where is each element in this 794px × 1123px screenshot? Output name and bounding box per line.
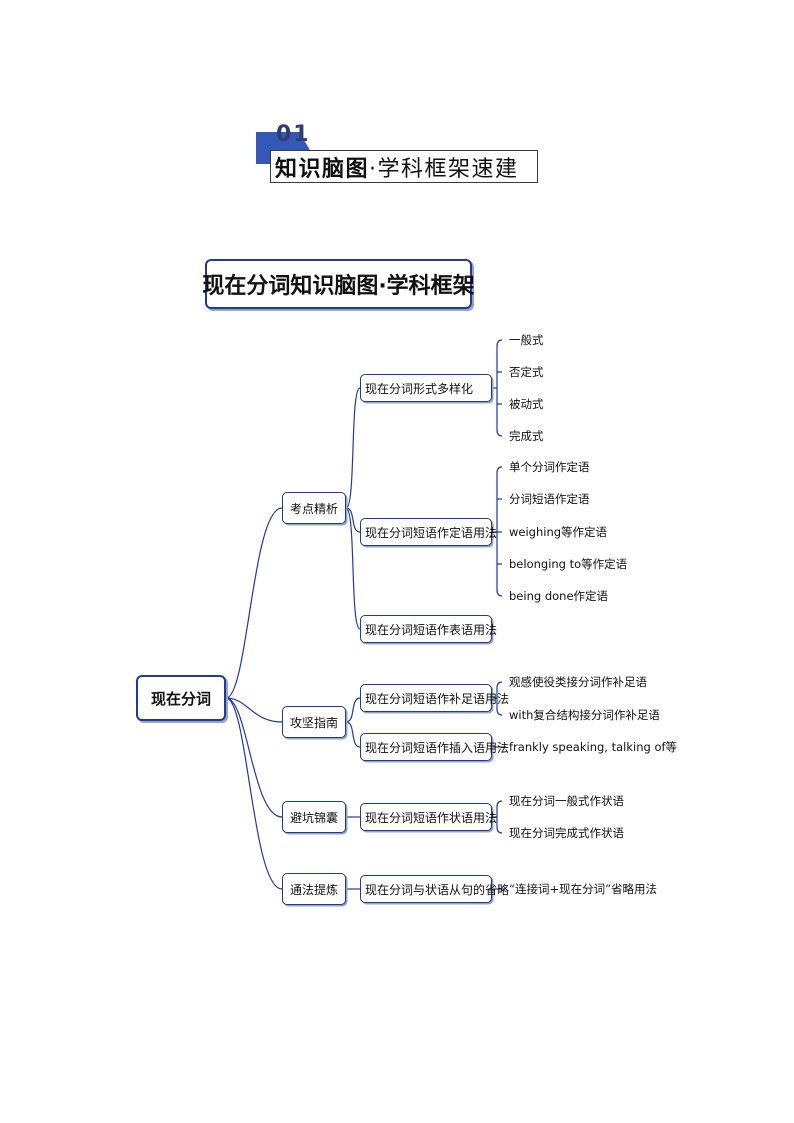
node-forms: 现在分词形式多样化 [360, 374, 492, 402]
connector-root-b4 [225, 697, 283, 890]
leaf-passive-form: 被动式 [509, 397, 544, 411]
branch-guide: 攻坚指南 [282, 706, 346, 738]
section-heading: 知识脑图·学科框架速建 [270, 150, 538, 183]
connector-root-b3 [225, 697, 283, 818]
connector-root-b2 [225, 697, 283, 723]
leaf-negative-form: 否定式 [509, 365, 544, 379]
leaf-frankly-speaking: frankly speaking, talking of等 [509, 740, 678, 754]
connector-b1-c1 [345, 387, 361, 509]
leaf-general-adverbial: 现在分词一般式作状语 [509, 794, 624, 808]
leaf-with-structure: with复合结构接分词作补足语 [509, 708, 660, 722]
connector-forms-ticks [497, 371, 502, 405]
connector-adv-bracket [492, 800, 503, 834]
node-complement: 现在分词短语作补足语用法 [360, 684, 509, 712]
connector-b1-c2 [345, 507, 361, 533]
leaf-perception-causative: 观感使役类接分词作补足语 [509, 675, 647, 689]
connector-attr-ticks [497, 498, 502, 565]
leaf-conjunction-participle: “连接词+现在分词”省略用法 [509, 882, 658, 896]
leaf-perfect-form: 完成式 [509, 429, 544, 443]
node-parenthesis: 现在分词短语作插入语用法 [360, 733, 509, 761]
branch-pitfalls: 避坑锦囊 [282, 801, 346, 833]
node-ellipsis: 现在分词与状语从句的省略 [360, 875, 509, 903]
connector-b1-c3 [345, 507, 361, 630]
leaf-belonging-to: belonging to等作定语 [509, 557, 628, 571]
section-number: 01 [276, 122, 311, 147]
branch-methods: 通法提炼 [282, 873, 346, 905]
mindmap-title: 现在分词知识脑图·学科框架 [202, 259, 475, 309]
node-predicative: 现在分词短语作表语用法 [360, 615, 497, 643]
branch-key-points: 考点精析 [282, 492, 346, 524]
leaf-being-done: being done作定语 [509, 589, 609, 603]
connector-b2-c1 [345, 697, 361, 723]
section-heading-bold: 知识脑图 [275, 156, 370, 182]
leaf-general-form: 一般式 [509, 333, 544, 347]
leaf-weighing: weighing等作定语 [509, 525, 608, 539]
connector-b2-c2 [345, 721, 361, 748]
section-heading-rest: ·学科框架速建 [369, 156, 519, 182]
root-node: 现在分词 [136, 675, 226, 721]
node-attributive: 现在分词短语作定语用法 [360, 518, 497, 546]
connector-root-b1 [225, 507, 283, 699]
leaf-single-participle: 单个分词作定语 [509, 460, 590, 474]
connector-forms-bracket [492, 339, 503, 437]
node-adverbial: 现在分词短语作状语用法 [360, 803, 497, 831]
connector-comp-bracket [492, 681, 503, 716]
leaf-perfect-adverbial: 现在分词完成式作状语 [509, 826, 624, 840]
leaf-participle-phrase: 分词短语作定语 [509, 492, 590, 506]
